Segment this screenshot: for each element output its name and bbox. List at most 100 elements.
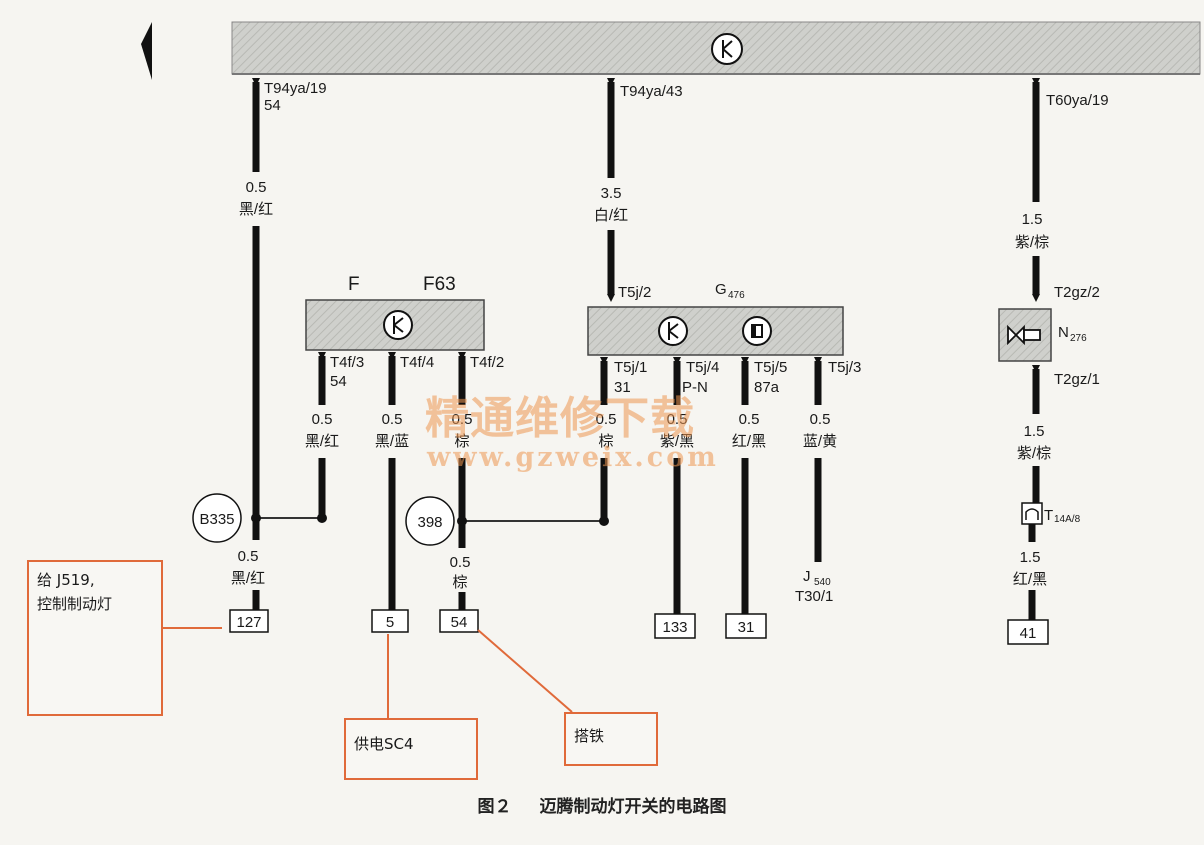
pin-t5j1: T5j/1 bbox=[614, 359, 647, 376]
pin-t2gz2: T2gz/2 bbox=[1054, 284, 1100, 301]
component-g476-label-sub: 476 bbox=[728, 290, 745, 301]
wire-color: 棕 bbox=[454, 433, 469, 450]
wire-color: 红/黑 bbox=[732, 433, 766, 450]
wire-t4f2 bbox=[458, 352, 466, 610]
figure-caption: 图２ 迈腾制动灯开关的电路图 bbox=[0, 792, 1204, 817]
component-j540-label-sub: 540 bbox=[814, 577, 831, 588]
terminal-127-label: 127 bbox=[236, 614, 261, 631]
wire-color: 黑/红 bbox=[305, 433, 339, 450]
pin-t94ya19: T94ya/19 bbox=[264, 80, 327, 97]
note-j519-line2: 控制制动灯 bbox=[37, 595, 113, 613]
brake-pedal-sensor-g476 bbox=[587, 306, 844, 356]
wire-color: 紫/黑 bbox=[660, 433, 694, 450]
connector-t14a8-label-sub: 14A/8 bbox=[1054, 514, 1081, 525]
pin-t5j4-terminal: P-N bbox=[682, 379, 708, 396]
pin-t5j3: T5j/3 bbox=[828, 359, 861, 376]
wire-size: 0.5 bbox=[739, 411, 760, 428]
wire-size: 0.5 bbox=[810, 411, 831, 428]
pin-t94ya19-terminal: 54 bbox=[264, 97, 281, 114]
connector-t14a8 bbox=[1021, 502, 1043, 525]
terminal-54-label: 54 bbox=[451, 614, 468, 631]
terminal-31 bbox=[725, 613, 767, 639]
note-j519: 给 J519, 控制制动灯 bbox=[27, 560, 163, 716]
wire-color: 红/黑 bbox=[1013, 571, 1047, 588]
wire-t4f4 bbox=[388, 352, 396, 610]
switch-f-control-icon bbox=[383, 310, 413, 340]
bus-control-unit-icon bbox=[711, 33, 743, 65]
wire-t5j3 bbox=[814, 357, 822, 562]
wire-color: 紫/棕 bbox=[1017, 445, 1051, 462]
component-f-label: F bbox=[348, 274, 360, 295]
wire-left-t94ya19 bbox=[252, 78, 260, 610]
page-flag-marker bbox=[141, 22, 152, 80]
terminal-133 bbox=[654, 613, 696, 639]
wire-t4f3 bbox=[318, 352, 326, 518]
pin-t4f2: T4f/2 bbox=[470, 354, 504, 371]
sensor-element-icon bbox=[742, 316, 772, 346]
wire-size: 0.5 bbox=[596, 411, 617, 428]
pin-t5j1-terminal: 31 bbox=[614, 379, 631, 396]
wire-size: 1.5 bbox=[1024, 423, 1045, 440]
figure-title: 迈腾制动灯开关的电路图 bbox=[539, 797, 727, 817]
wire-t5j5 bbox=[741, 357, 749, 614]
wire-t5j4 bbox=[673, 357, 681, 614]
note-ground-text: 搭铁 bbox=[574, 727, 605, 745]
wire-size: 0.5 bbox=[667, 411, 688, 428]
terminal-41-label: 41 bbox=[1020, 625, 1037, 642]
wire-size: 1.5 bbox=[1022, 211, 1043, 228]
terminal-5 bbox=[371, 609, 409, 633]
wire-right-t60ya19 bbox=[1032, 78, 1040, 302]
pin-t5j4: T5j/4 bbox=[686, 359, 719, 376]
wire-size: 0.5 bbox=[452, 411, 473, 428]
pin-t5j5: T5j/5 bbox=[754, 359, 787, 376]
note-j519-line1: 给 J519, bbox=[37, 571, 95, 589]
note-ground: 搭铁 bbox=[564, 712, 658, 766]
splice-b335 bbox=[192, 493, 242, 543]
splice-398 bbox=[405, 496, 455, 546]
component-g476-label: G bbox=[715, 281, 727, 298]
wire-color: 黑/蓝 bbox=[375, 433, 409, 450]
splice-398-node bbox=[457, 516, 467, 526]
terminal-31-label: 31 bbox=[738, 619, 755, 636]
note-ground-leader bbox=[477, 629, 573, 713]
splice-398-label: 398 bbox=[417, 514, 442, 531]
wire-color: 棕 bbox=[452, 574, 467, 591]
valve-icon bbox=[1007, 324, 1041, 346]
component-f63-label: F63 bbox=[423, 274, 456, 295]
wire-color: 棕 bbox=[598, 433, 613, 450]
pin-t5j2: T5j/2 bbox=[618, 284, 651, 301]
wire-size: 0.5 bbox=[312, 411, 333, 428]
wire-color: 黑/红 bbox=[231, 570, 265, 587]
b335-node bbox=[251, 513, 261, 523]
sensor-control-icon bbox=[658, 316, 688, 346]
wire-color: 白/红 bbox=[594, 207, 628, 224]
note-sc4-text: 供电SC4 bbox=[354, 735, 414, 753]
pin-j540-t301: T30/1 bbox=[795, 588, 833, 605]
wire-t5j1 bbox=[600, 357, 608, 521]
wire-size: 3.5 bbox=[601, 185, 622, 202]
connector-t14a8-label: T bbox=[1044, 507, 1053, 524]
wire-size: 0.5 bbox=[382, 411, 403, 428]
component-n276-label: N bbox=[1058, 324, 1069, 341]
wire-t2gz1 bbox=[1028, 365, 1040, 620]
splice-b335-label: B335 bbox=[199, 511, 234, 528]
wire-size: 0.5 bbox=[246, 179, 267, 196]
terminal-133-label: 133 bbox=[662, 619, 687, 636]
pin-t2gz1: T2gz/1 bbox=[1054, 371, 1100, 388]
wire-color: 蓝/黄 bbox=[803, 433, 837, 450]
component-n276-label-sub: 276 bbox=[1070, 333, 1087, 344]
pin-t60ya19: T60ya/19 bbox=[1046, 92, 1109, 109]
pin-t4f3-terminal: 54 bbox=[330, 373, 347, 390]
terminal-127 bbox=[229, 609, 269, 633]
wire-color: 紫/棕 bbox=[1015, 234, 1049, 251]
pin-t94ya43: T94ya/43 bbox=[620, 83, 683, 100]
wire-size: 0.5 bbox=[238, 548, 259, 565]
component-j540-label: J bbox=[803, 568, 811, 585]
pin-t5j5-terminal: 87a bbox=[754, 379, 780, 396]
wire-size: 0.5 bbox=[450, 554, 471, 571]
note-sc4: 供电SC4 bbox=[344, 718, 478, 780]
pin-t4f3: T4f/3 bbox=[330, 354, 364, 371]
wire-size: 1.5 bbox=[1020, 549, 1041, 566]
pin-t4f4: T4f/4 bbox=[400, 354, 434, 371]
